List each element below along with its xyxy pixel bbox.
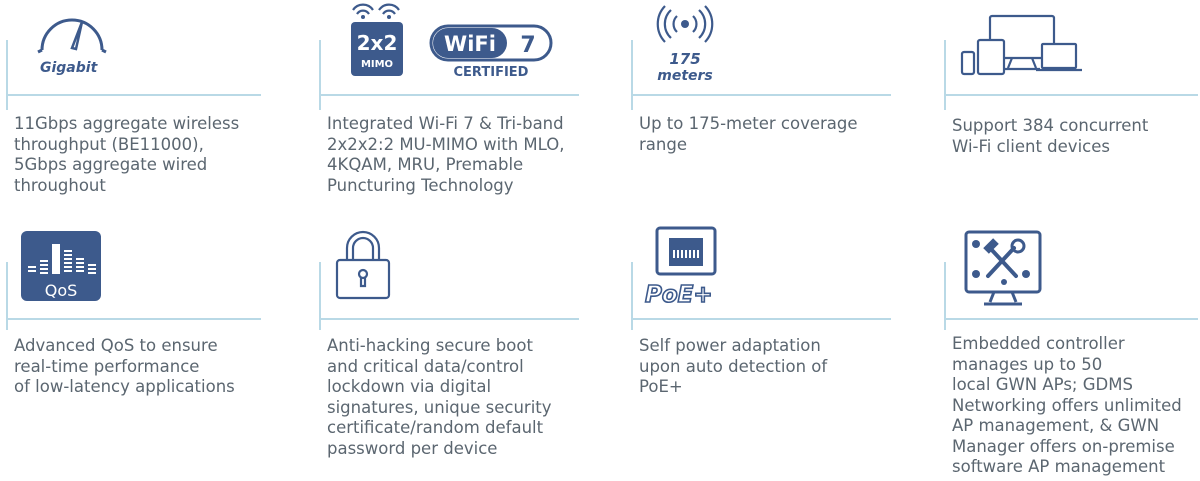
feature-description: Embedded controller manages up to 50 loc… [952,334,1182,476]
divider-vertical [944,40,946,110]
divider-horizontal [319,94,579,96]
wifi-number: 7 [520,33,535,58]
divider-vertical [944,262,946,330]
mimo-sub-label: MIMO [361,59,393,70]
devices-icon [960,14,1082,76]
certified-label: CERTIFIED [454,65,529,80]
feature-controller: Embedded controller manages up to 50 loc… [938,222,1200,476]
feature-description: Integrated Wi-Fi 7 & Tri-band 2x2x2:2 MU… [327,114,565,195]
wifi7-mimo-icon: 2x2 MIMO WiFi 7 CERTIFIED [351,3,553,80]
feature-security: Anti-hacking secure boot and critical da… [313,222,613,462]
gigabit-label: Gigabit [40,60,99,76]
divider-horizontal [631,94,891,96]
feature-description: Advanced QoS to ensure real-time perform… [14,336,235,396]
feature-wifi7: 2x2 MIMO WiFi 7 CERTIFIED Integrated Wi-… [313,0,613,240]
divider-horizontal [631,318,891,320]
range-unit: meters [657,68,713,84]
feature-description: Support 384 concurrent Wi-Fi client devi… [952,116,1149,156]
divider-vertical [319,262,321,330]
divider-vertical [319,40,321,110]
feature-poe: PoE+ Self power adaptation upon auto det… [625,222,925,462]
range-value: 175 [669,50,700,68]
poe-label: PoE+ [645,282,713,306]
feature-gigabit: Gigabit 11Gbps aggregate wireless throug… [0,0,300,240]
divider-horizontal [6,94,261,96]
coverage-antenna-icon: 175 meters [656,5,714,84]
divider-horizontal [944,318,1198,320]
divider-vertical [6,262,8,330]
feature-devices: Support 384 concurrent Wi-Fi client devi… [938,0,1200,240]
padlock-icon [335,230,391,300]
feature-description: Anti-hacking secure boot and critical da… [327,336,552,458]
mimo-label: 2x2 [357,31,398,55]
controller-tools-icon [964,230,1042,306]
divider-horizontal [319,318,579,320]
qos-equalizer-icon: QoS [21,231,101,301]
feature-description: Up to 175-meter coverage range [639,114,858,154]
divider-vertical [631,40,633,110]
poe-port-icon: PoE+ [644,226,717,306]
divider-vertical [6,40,8,110]
qos-label: QoS [45,281,78,300]
feature-description: 11Gbps aggregate wireless throughput (BE… [14,114,240,195]
wifi-label: WiFi [444,32,496,56]
divider-horizontal [6,318,261,320]
divider-vertical [631,262,633,330]
feature-qos: QoS Advanced QoS to ensure real-time per… [0,222,300,462]
divider-horizontal [944,94,1198,96]
feature-description: Self power adaptation upon auto detectio… [639,336,828,396]
feature-coverage: 175 meters Up to 175-meter coverage rang… [625,0,925,240]
gigabit-speedometer-icon: Gigabit [37,18,107,76]
